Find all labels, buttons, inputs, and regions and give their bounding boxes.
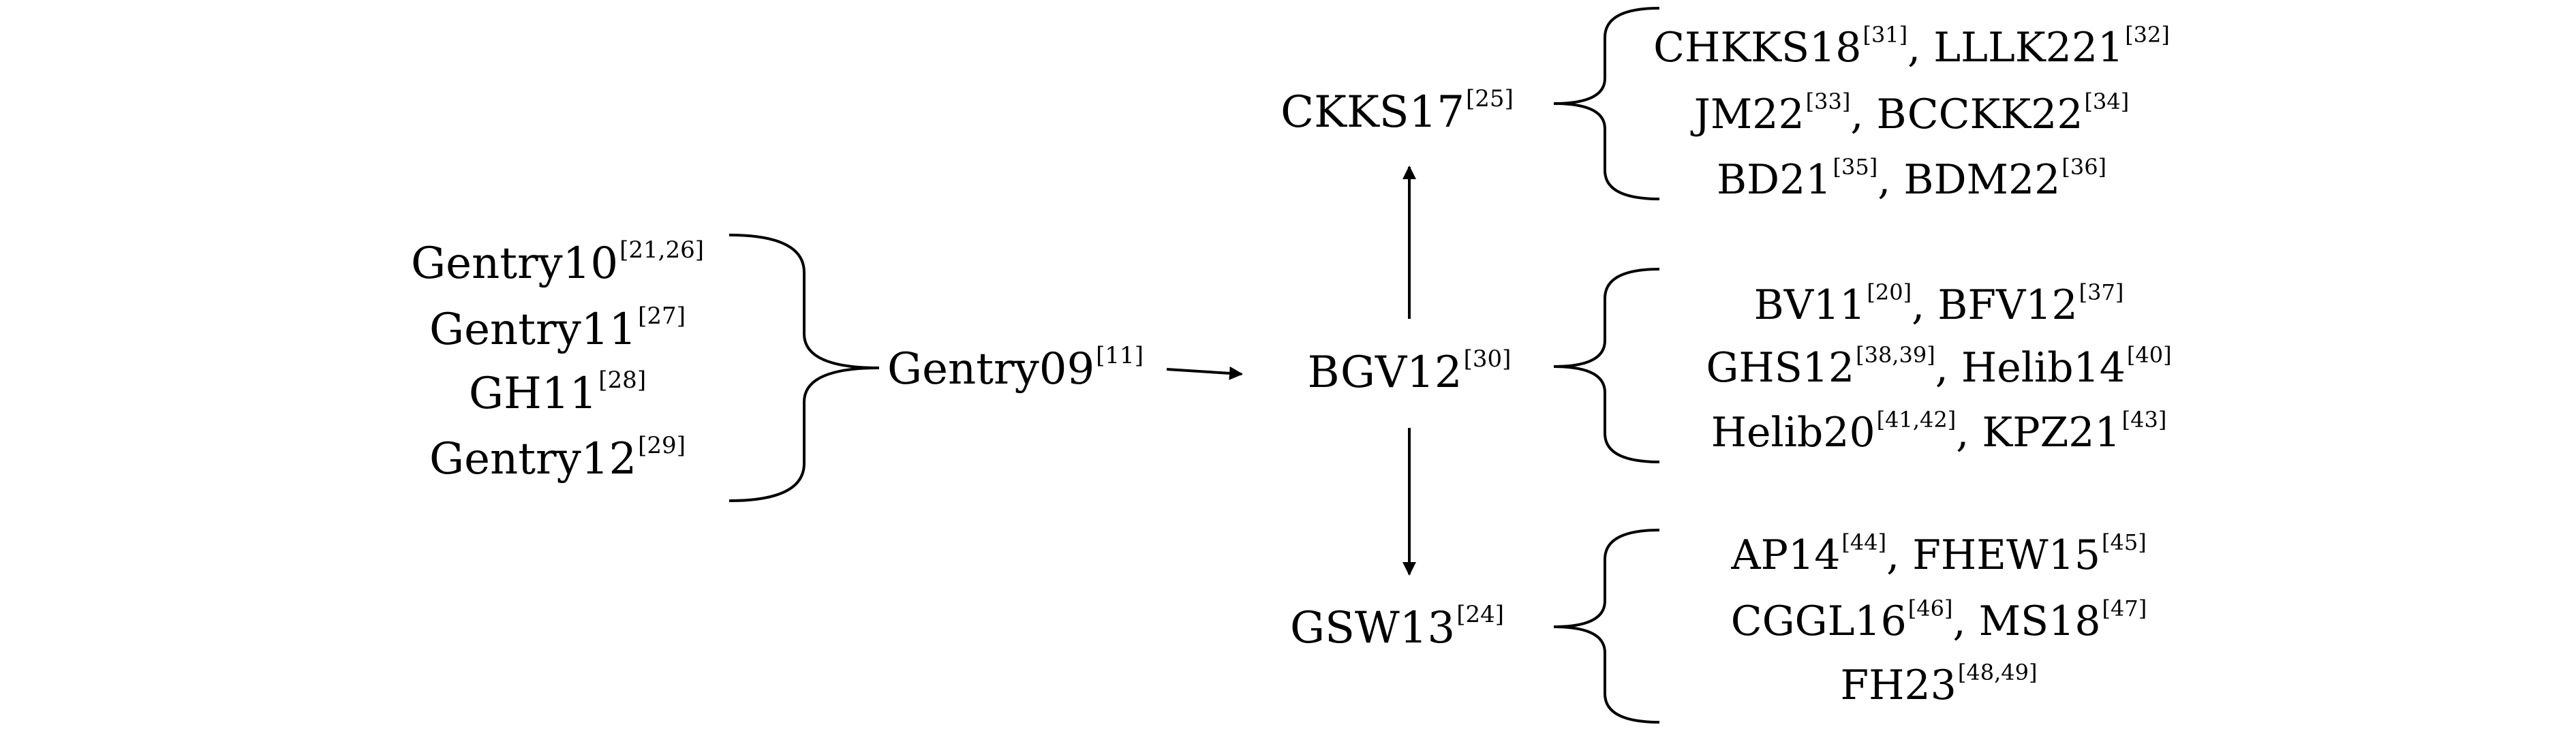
gsw-family-row-3: FH23[48,49] [1840, 662, 2038, 709]
node-gentry12: Gentry12[29] [429, 434, 686, 484]
arrow-gentry09-to-bgv12 [1166, 366, 1243, 380]
scheme-name: GHS12 [1706, 344, 1855, 392]
citation: [37] [2079, 279, 2124, 305]
scheme-name: LLLK221 [1933, 24, 2124, 72]
citation: [32] [2125, 22, 2170, 48]
node-gsw13: GSW13[24] [1290, 603, 1504, 653]
node-ckks17: CKKS17[25] [1281, 87, 1514, 134]
citation: [31] [1862, 22, 1908, 48]
scheme-name: AP14 [1731, 531, 1841, 579]
gsw-family-row-1: AP14[44], FHEW15[45] [1731, 531, 2146, 576]
citation: [28] [598, 367, 647, 394]
bgv-family-row-2: GHS12[38,39], Helib14[40] [1706, 344, 2171, 388]
citation: [38,39] [1856, 342, 1935, 368]
predecessors-brace [729, 234, 880, 502]
citation: [35] [1833, 154, 1878, 180]
citation: [11] [1096, 342, 1144, 369]
separator: , [1956, 409, 1982, 456]
scheme-name: FH23 [1840, 662, 1957, 709]
node-gh11: GH11[28] [468, 369, 646, 419]
citation: [27] [638, 303, 686, 330]
scheme-name: KPZ21 [1982, 409, 2121, 456]
node-name: GH11 [468, 369, 598, 419]
node-name: Gentry10 [411, 238, 619, 289]
node-name: Gentry12 [429, 434, 637, 484]
scheme-name: BFV12 [1937, 281, 2078, 329]
citation: [30] [1463, 345, 1512, 373]
ckks-family-row-2: JM22[33], BCCKK22[34] [1693, 91, 2129, 138]
node-name: BGV12 [1307, 347, 1462, 398]
separator: , [1850, 91, 1877, 138]
separator: , [1912, 281, 1938, 329]
scheme-name: MS18 [1978, 598, 2101, 645]
citation: [29] [638, 432, 686, 459]
citation: [44] [1841, 529, 1887, 555]
bgv-family-row-1: BV11[20], BFV12[37] [1754, 281, 2124, 326]
ckks-family-row-3: BD21[35], BDM22[36] [1717, 156, 2106, 200]
node-name: CKKS17 [1281, 87, 1465, 138]
citation: [33] [1805, 89, 1851, 114]
citation: [34] [2084, 89, 2130, 114]
scheme-name: BV11 [1753, 281, 1866, 329]
node-name: Gentry09 [887, 344, 1095, 394]
scheme-name: BDM22 [1903, 156, 2061, 204]
scheme-name: BCCKK22 [1876, 91, 2083, 138]
node-gentry09: Gentry09[11] [887, 344, 1144, 394]
gsw-family-brace [1553, 529, 1660, 724]
citation: [48,49] [1957, 660, 2038, 685]
citation: [47] [2102, 595, 2147, 621]
node-gentry10: Gentry10[21,26] [411, 238, 704, 285]
separator: , [1886, 531, 1913, 579]
scheme-name: CGGL16 [1730, 598, 1907, 645]
scheme-name: BD21 [1716, 156, 1832, 204]
citation: [24] [1456, 601, 1504, 628]
citation: [25] [1466, 85, 1514, 112]
citation: [43] [2121, 407, 2167, 433]
bgv-family-row-3: Helib20[41,42], KPZ21[43] [1711, 409, 2167, 456]
separator: , [1952, 598, 1979, 645]
scheme-name: FHEW15 [1912, 531, 2100, 579]
ckks-family-brace [1553, 7, 1660, 200]
ckks-family-row-1: CHKKS18[31], LLLK221[32] [1653, 24, 2170, 68]
scheme-name: CHKKS18 [1653, 24, 1862, 72]
scheme-name: Helib14 [1961, 344, 2126, 392]
bgv-family-brace [1553, 268, 1660, 463]
gsw-family-row-2: CGGL16[46], MS18[47] [1730, 598, 2147, 645]
node-name: GSW13 [1290, 603, 1456, 653]
separator: , [1877, 156, 1904, 204]
scheme-name: JM22 [1693, 91, 1805, 138]
separator: , [1935, 344, 1961, 392]
node-name: Gentry11 [429, 305, 637, 355]
separator: , [1907, 24, 1934, 72]
node-bgv12: BGV12[30] [1308, 347, 1512, 394]
citation: [36] [2061, 154, 2107, 180]
node-gentry11: Gentry11[27] [429, 305, 686, 355]
citation: [45] [2102, 529, 2147, 555]
citation: [46] [1907, 595, 1953, 621]
citation: [20] [1867, 279, 1912, 305]
citation: [40] [2126, 342, 2172, 368]
scheme-name: Helib20 [1711, 409, 1875, 456]
citation: [21,26] [619, 236, 704, 264]
citation: [41,42] [1876, 407, 1957, 433]
